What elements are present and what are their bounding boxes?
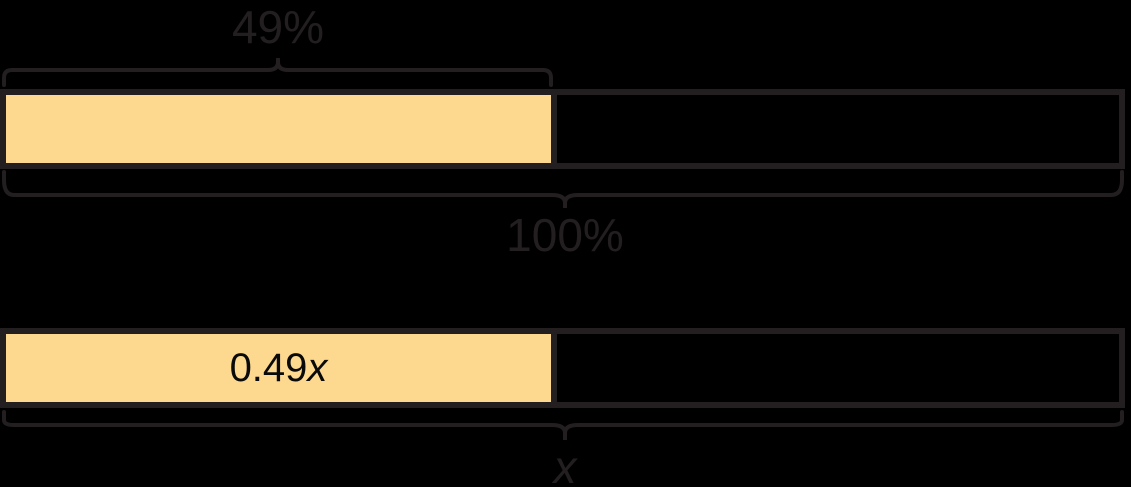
label-x-variable: x — [553, 441, 577, 487]
value-bar-outline — [0, 328, 1125, 408]
percent-bar — [0, 89, 1125, 169]
label-x-whole: x — [285, 444, 845, 487]
value-bar — [0, 328, 1125, 408]
percent-bar-outline — [0, 89, 1125, 169]
value-bar-filled-segment — [6, 334, 551, 402]
label-049x: 0.49x — [6, 348, 551, 388]
percent-bar-filled-segment — [6, 95, 551, 163]
brace-x-icon — [1, 410, 1124, 440]
brace-100-percent-icon — [2, 170, 1124, 208]
brace-49-percent-icon — [2, 58, 553, 87]
label-049x-number: 0.49 — [229, 346, 308, 390]
label-100-percent: 100% — [506, 209, 624, 261]
label-049x-variable: x — [307, 346, 328, 390]
label-49-percent: 49% — [231, 1, 325, 53]
